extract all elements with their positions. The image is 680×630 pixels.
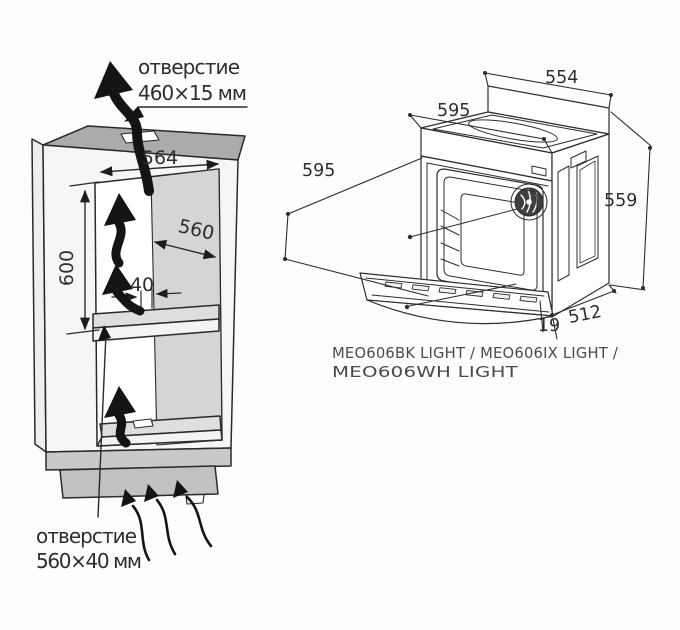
airflow-arrow-inlet-2 — [144, 484, 177, 556]
oven-body — [359, 85, 610, 325]
bottom-vent-slot — [132, 418, 154, 429]
dim-label-559: 559 — [604, 191, 637, 211]
airflow-arrow-gap — [102, 264, 145, 316]
plinth — [45, 447, 232, 505]
airflow-arrow-inlet-1 — [121, 489, 151, 562]
dim-label-554: 554 — [545, 68, 578, 88]
oven-right-side — [551, 133, 610, 318]
top-vent-label-line1: отверстие — [138, 55, 240, 79]
airflow-arrow-top-exit — [94, 61, 154, 196]
dim-label-40: 40 — [130, 274, 154, 296]
middle-shelf — [92, 288, 220, 342]
dim-rear-width — [483, 71, 613, 109]
dim-frame-offset — [539, 300, 544, 333]
model-caption: MEO606BK LIGHT / MEO606IX LIGHT / MEO606… — [332, 344, 619, 381]
dim-label-512: 512 — [567, 302, 604, 328]
callout-leaders — [404, 208, 518, 310]
dim-body-height — [609, 111, 652, 291]
top-vent-label-line2: 460×15 мм — [138, 81, 247, 105]
airflow-arrow-lower — [104, 386, 136, 448]
airflow-arrows — [94, 61, 213, 562]
airflow-arrow-upper — [104, 193, 136, 268]
bottom-vent-leader — [97, 325, 111, 518]
cabinet-body — [31, 125, 246, 505]
door-vent-slots — [384, 281, 538, 303]
model-caption-line2: MEO606WH LIGHT — [332, 363, 519, 381]
bottom-vent-label-line2: 560×40 мм — [36, 549, 142, 573]
dim-niche-depth — [153, 239, 217, 260]
model-caption-line1: MEO606BK LIGHT / MEO606IX LIGHT / — [332, 344, 619, 362]
dim-label-600: 600 — [56, 250, 78, 286]
dim-niche-width — [99, 159, 220, 177]
oven-diagram — [283, 71, 652, 340]
dim-niche-height — [66, 181, 100, 335]
bottom-vent-label-line1: отверстие — [36, 524, 137, 548]
dim-label-564: 564 — [142, 147, 178, 169]
dim-front-height — [283, 157, 429, 297]
cabinet-diagram — [31, 61, 248, 562]
dim-label-595-width: 595 — [437, 101, 470, 121]
dim-body-depth — [550, 284, 617, 340]
dim-front-width — [408, 113, 553, 154]
convection-fan — [510, 183, 548, 221]
oven-cavity — [436, 168, 548, 298]
top-vent-leader — [124, 106, 248, 122]
dim-label-595-height: 595 — [302, 161, 335, 181]
top-recess — [468, 119, 558, 143]
dim-label-19: 19 — [538, 316, 560, 336]
airflow-arrow-inlet-3 — [173, 480, 213, 548]
